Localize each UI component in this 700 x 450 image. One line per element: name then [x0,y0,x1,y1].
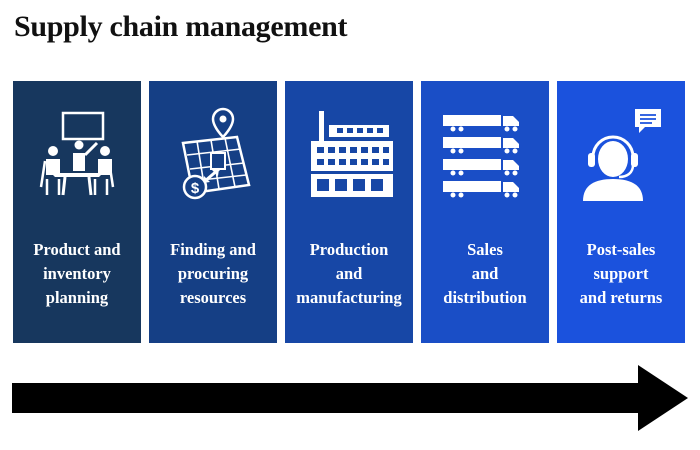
stage-label: Sales and distribution [443,240,527,307]
flow-arrow [12,365,688,431]
stage-post-sales: Post-sales support and returns [557,81,685,343]
svg-text:$: $ [191,180,200,197]
support-agent-icon [583,109,661,201]
flow-arrow-shape [12,365,688,431]
stage-product-planning: Product and inventory planning [13,81,141,343]
stage-label: Product and inventory planning [33,240,121,307]
stage-production: Production and manufacturing [285,81,413,343]
trucks-icon [443,115,519,198]
stage-label: Production and manufacturing [296,240,402,307]
stage-label: Finding and procuring resources [170,240,256,307]
meeting-icon [39,111,115,196]
page-title: Supply chain management [14,10,348,43]
stage-finding-procuring: $ Finding and procuring resources [149,81,277,343]
stage-label: Post-sales support and returns [579,240,663,307]
factory-icon [311,111,393,197]
stage-sales-distribution: Sales and distribution [421,81,549,343]
stages-row: Product and inventory planning $ Finding… [0,81,700,343]
map-procurement-icon: $ [181,107,251,200]
